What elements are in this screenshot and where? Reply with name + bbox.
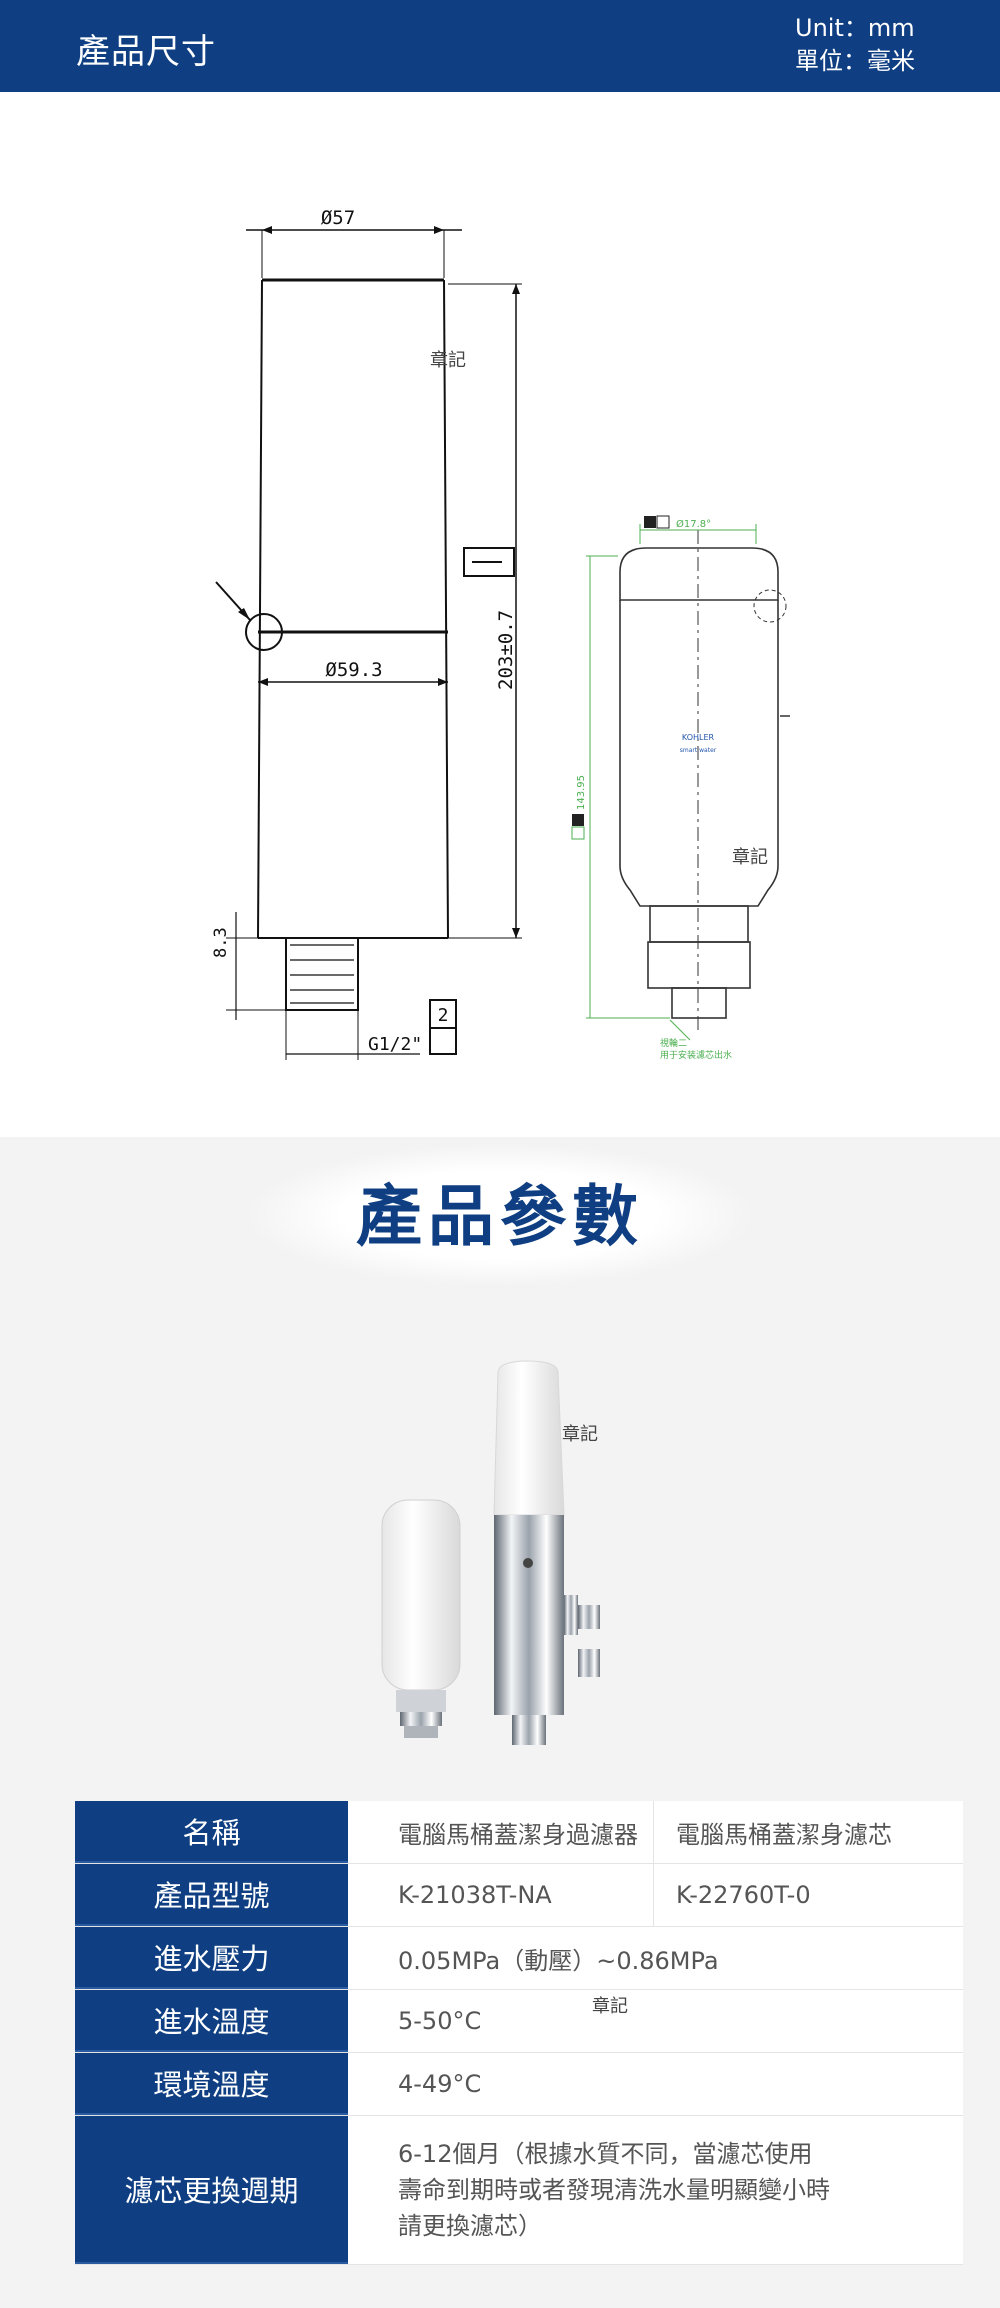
watermark: 章記 <box>732 847 768 868</box>
dim-thread-box: 2 <box>438 1005 449 1026</box>
row-label: 環境溫度 <box>75 2053 348 2115</box>
row-label: 進水溫度 <box>75 1990 348 2052</box>
filter-note-1: 視輪二 <box>660 1037 687 1049</box>
heading-glow <box>250 1145 750 1285</box>
row-label: 濾芯更換週期 <box>75 2116 348 2264</box>
row-value: 電腦馬桶蓋潔身過濾器 <box>348 1801 654 1863</box>
row-value: 6-12個月（根據水質不同，當濾芯使用 壽命到期時或者發現清洗水量明顯變小時 請… <box>348 2116 963 2264</box>
value-line: 請更換濾芯） <box>398 2212 542 2240</box>
dim-diameter-top: Ø57 <box>321 207 355 229</box>
row-label: 名稱 <box>75 1801 348 1863</box>
row-value: 5-50°C <box>348 1990 963 2052</box>
dim-diameter-mid: Ø59.3 <box>325 659 382 681</box>
table-row: 產品型號 K-21038T-NA K-22760T-0 <box>75 1864 963 1927</box>
value-line: 壽命到期時或者發現清洗水量明顯變小時 <box>398 2176 830 2204</box>
filter-top-dim: Ø17.8° <box>676 518 711 530</box>
dim-small: 8.3 <box>211 927 231 958</box>
table-row: 濾芯更換週期 6-12個月（根據水質不同，當濾芯使用 壽命到期時或者發現清洗水量… <box>75 2116 963 2265</box>
product-image <box>381 1360 600 1745</box>
table-row: 進水壓力 0.05MPa（動壓）~0.86MPa <box>75 1927 963 1990</box>
dim-height: 203±0.7 <box>495 610 517 690</box>
params-heading: 產品參數 <box>356 1178 644 1255</box>
table-row: 進水溫度 5-50°C 章記 <box>75 1990 963 2053</box>
row-value: K-22760T-0 <box>654 1864 963 1926</box>
spec-table: 名稱 電腦馬桶蓋潔身過濾器 電腦馬桶蓋潔身濾芯 產品型號 K-21038T-NA… <box>75 1801 963 2265</box>
filter-height-dim: 143.95 <box>576 775 587 810</box>
filter-brand-sub: smart water <box>680 747 717 754</box>
watermark: 章記 <box>592 1996 628 2017</box>
unit-en: Unit：mm <box>795 14 915 42</box>
row-value: K-21038T-NA <box>348 1864 654 1926</box>
value-line: 6-12個月（根據水質不同，當濾芯使用 <box>398 2140 813 2168</box>
dim-thread: G1/2" <box>368 1034 422 1055</box>
row-label: 產品型號 <box>75 1864 348 1926</box>
dimension-drawing: Ø57 Ø59.3 203±0.7 8.3 G1/2" 2 <box>211 207 790 1061</box>
row-value: 4-49°C <box>348 2053 963 2115</box>
unit-zh: 單位：毫米 <box>795 47 915 75</box>
filter-note-2: 用于安装濾芯出水 <box>660 1049 732 1061</box>
table-row: 環境溫度 4-49°C <box>75 2053 963 2116</box>
table-row: 名稱 電腦馬桶蓋潔身過濾器 電腦馬桶蓋潔身濾芯 <box>75 1801 963 1864</box>
page-title: 產品尺寸 <box>76 32 216 72</box>
watermark: 章記 <box>430 350 466 371</box>
row-value: 電腦馬桶蓋潔身濾芯 <box>654 1801 963 1863</box>
watermark: 章記 <box>562 1424 598 1445</box>
row-label: 進水壓力 <box>75 1927 348 1989</box>
filter-brand: KOHLER <box>682 733 715 742</box>
header-bar: 產品尺寸 Unit：mm 單位：毫米 <box>0 0 1000 92</box>
unit-label: Unit：mm 單位：毫米 <box>795 12 915 78</box>
row-value: 0.05MPa（動壓）~0.86MPa <box>348 1927 963 1989</box>
dimension-section: Ø57 Ø59.3 203±0.7 8.3 G1/2" 2 <box>0 92 1000 1137</box>
